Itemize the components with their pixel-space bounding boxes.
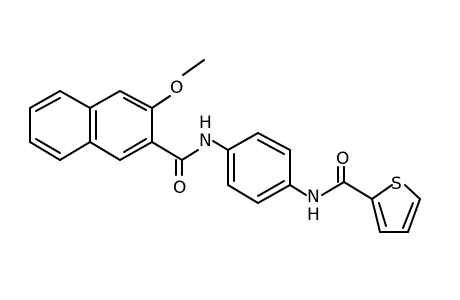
bond — [402, 202, 414, 229]
thiophene-ring — [371, 184, 421, 233]
bond — [29, 141, 61, 161]
amide2-oxygen-label: O — [336, 149, 349, 169]
amide1-nh-label: H N — [199, 113, 212, 151]
bond — [119, 141, 153, 161]
bond — [378, 202, 387, 227]
bond — [89, 141, 121, 161]
amide1-n-label: N — [199, 131, 212, 151]
bond — [227, 184, 259, 204]
methoxy-oxygen-label: O — [170, 78, 183, 98]
bond — [257, 132, 291, 151]
bond — [257, 139, 285, 155]
bond — [119, 90, 153, 109]
phenylene-ring — [227, 132, 291, 204]
thiophene-sulfur-label: S — [391, 174, 402, 194]
naphthalene-right-ring — [89, 90, 153, 161]
bond — [35, 138, 61, 154]
bond — [59, 90, 91, 109]
naphthalene-left-ring — [29, 90, 97, 161]
bond — [151, 141, 183, 161]
bond — [123, 97, 147, 111]
bond — [343, 181, 373, 200]
amide1-oxygen-label: O — [173, 178, 186, 198]
bond — [289, 184, 307, 196]
amide2-n-label: N — [307, 187, 320, 207]
amide2-h-label: H — [307, 205, 320, 225]
bond — [89, 90, 121, 109]
bond-ch3-o — [182, 59, 205, 76]
bond — [29, 90, 61, 109]
bond — [321, 181, 345, 196]
bond — [404, 184, 421, 200]
bond — [181, 149, 199, 161]
bond — [371, 184, 393, 200]
bond — [59, 141, 91, 161]
amide-1 — [151, 140, 229, 176]
amide1-h-label: H — [199, 113, 212, 133]
amide-2 — [289, 166, 373, 200]
bond — [123, 138, 147, 153]
bond — [227, 132, 259, 151]
bond — [212, 140, 229, 151]
bond — [257, 180, 285, 197]
bond — [257, 184, 291, 204]
bond — [35, 97, 61, 112]
bond — [407, 198, 421, 233]
methoxy-group — [151, 59, 205, 109]
amide2-nh-label: N H — [307, 187, 320, 225]
bond — [371, 198, 381, 233]
bond-o-naph — [151, 95, 171, 109]
